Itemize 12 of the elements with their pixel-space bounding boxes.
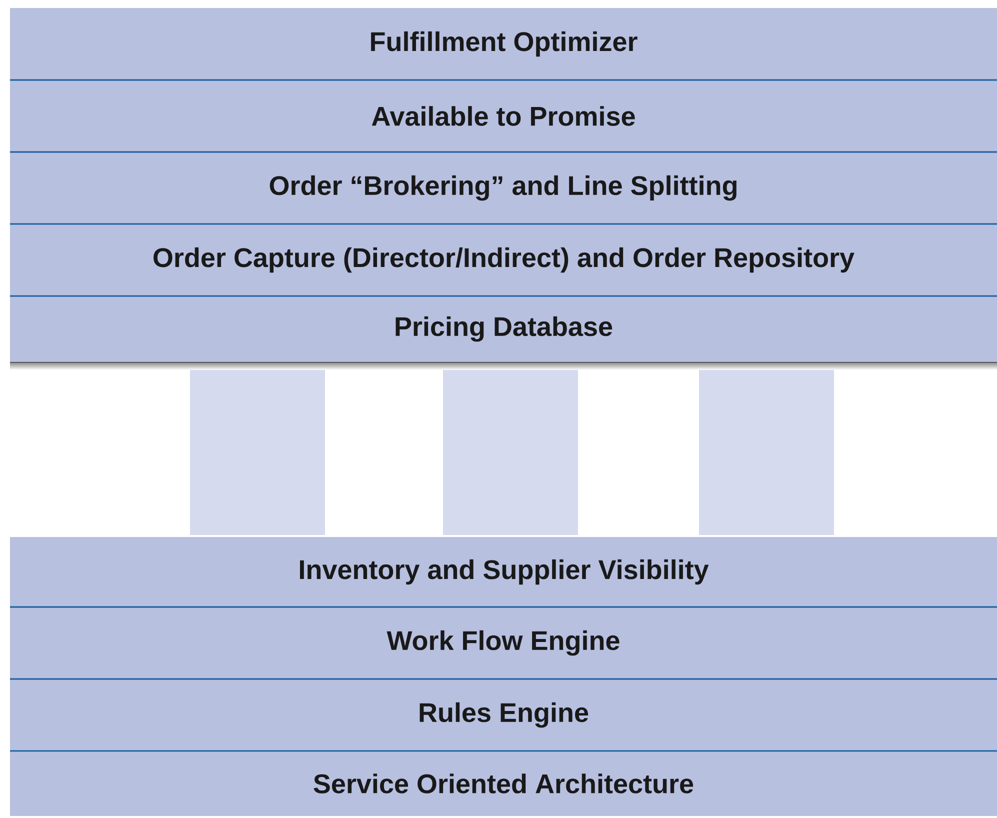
layer-band: Service Oriented Architecture xyxy=(10,751,997,816)
pillar xyxy=(443,370,578,535)
layer-band: Pricing Database xyxy=(10,296,997,362)
pillar xyxy=(699,370,834,535)
layer-band: Order “Brokering” and Line Splitting xyxy=(10,152,997,224)
layer-band: Order Capture (Director/Indirect) and Order Repository xyxy=(10,224,997,296)
layer-band: Available to Promise xyxy=(10,80,997,152)
layer-band: Inventory and Supplier Visibility xyxy=(10,537,997,607)
layer-band: Fulfillment Optimizer xyxy=(10,8,997,80)
pillar xyxy=(190,370,325,535)
layer-band: Work Flow Engine xyxy=(10,607,997,679)
layer-band: Rules Engine xyxy=(10,679,997,751)
